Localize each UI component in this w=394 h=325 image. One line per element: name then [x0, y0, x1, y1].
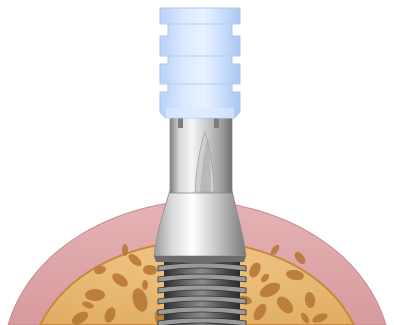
- impression-coping-cap: [160, 8, 240, 118]
- bone-pore: [85, 289, 105, 301]
- abutment: [170, 114, 232, 193]
- abutment-collar: [154, 190, 246, 262]
